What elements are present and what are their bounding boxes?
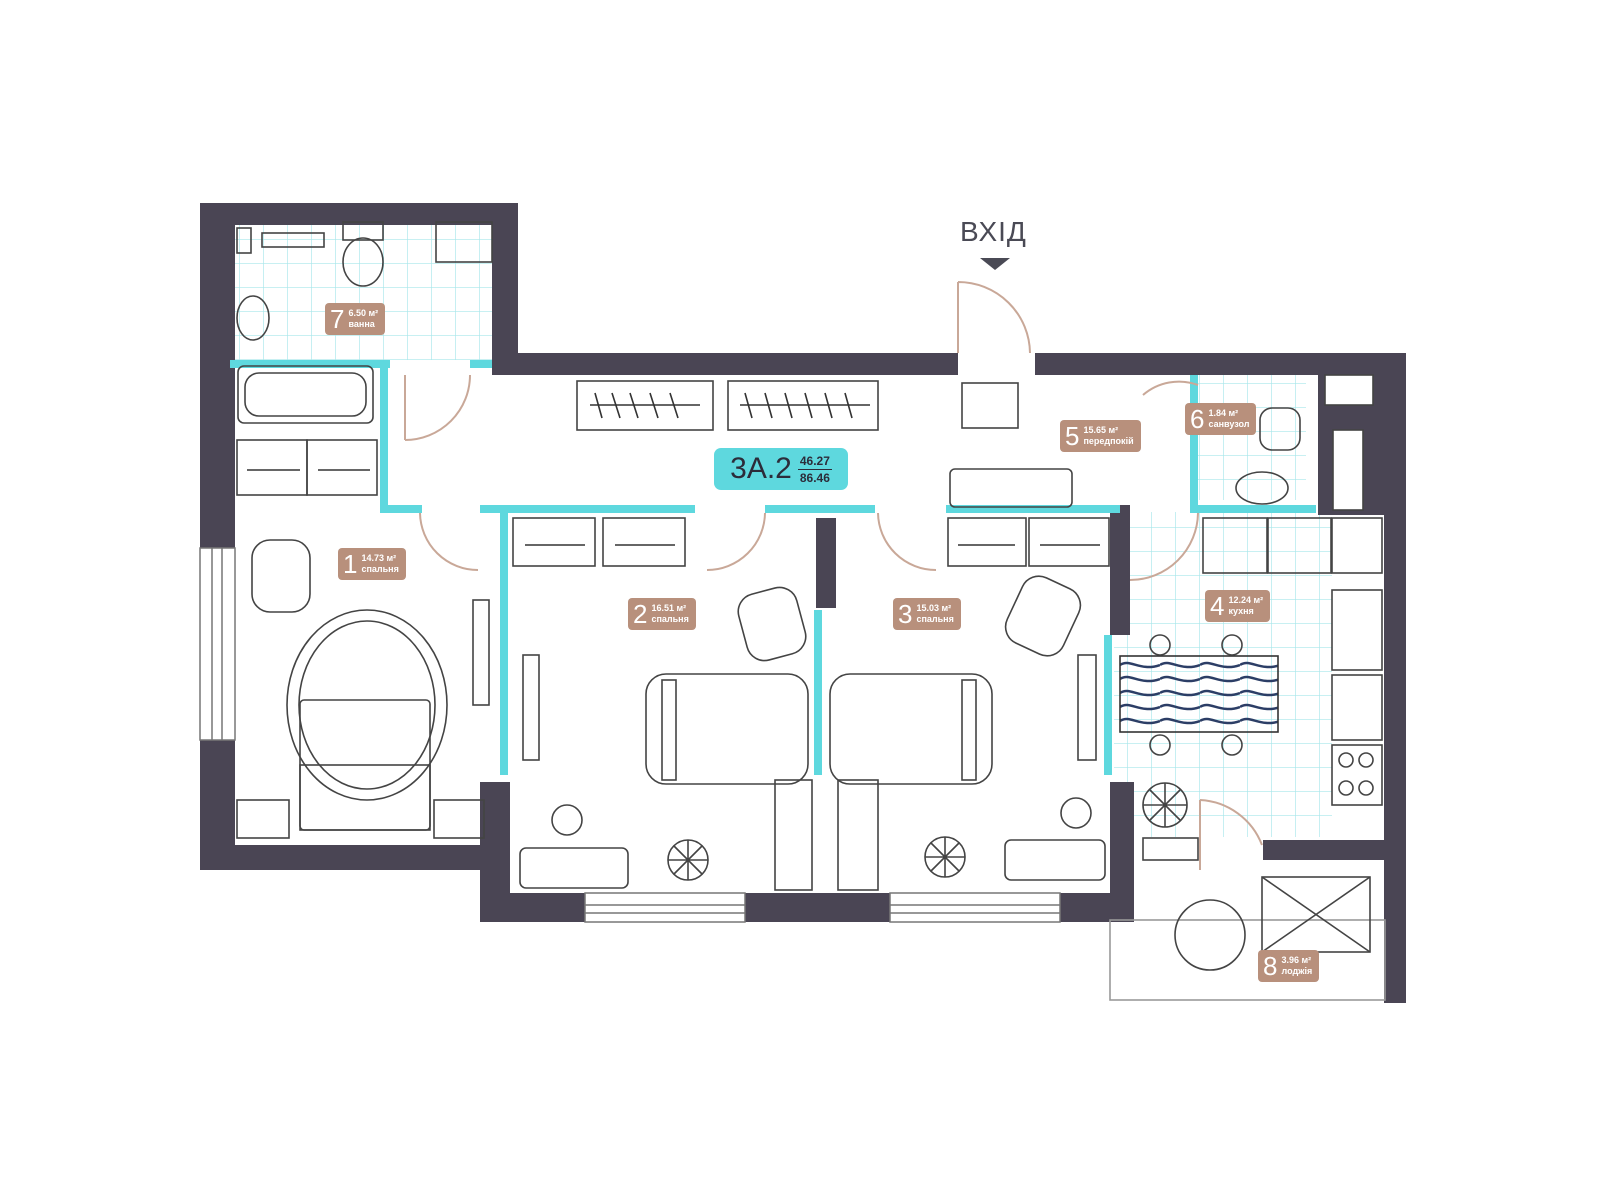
- room-label-8: 8 3.96лоджія: [1258, 950, 1320, 982]
- armchair-icon: [737, 586, 807, 662]
- room-number: 6: [1190, 404, 1205, 434]
- bathtub-icon: [237, 365, 374, 424]
- walls: [200, 203, 1406, 1003]
- apartment-badge: 3А.2 46.27 86.46: [714, 448, 848, 490]
- bed-icon: [829, 673, 993, 785]
- room-name: лоджія: [1281, 966, 1313, 976]
- armchair-icon: [251, 539, 311, 613]
- room-label-5: 5 15.65передпокій: [1060, 420, 1141, 452]
- living-area: 46.27: [799, 453, 830, 468]
- room-label-3: 3 15.03спальня: [893, 598, 961, 630]
- wardrobe-icon: [236, 380, 1110, 567]
- room-label-1: 1 14.73спальня: [338, 548, 406, 580]
- toilet-icon: [342, 221, 384, 241]
- stove-icon: [1331, 744, 1383, 806]
- room-name: спальня: [651, 614, 689, 624]
- room-number: 3: [898, 599, 913, 629]
- entrance-arrow-icon: [980, 258, 1010, 270]
- room-number: 7: [330, 304, 345, 334]
- room-number: 5: [1065, 421, 1080, 451]
- furniture: [236, 221, 1386, 1001]
- apartment-code: 3А.2: [730, 452, 792, 485]
- room-label-7: 7 6.50ванна: [325, 303, 386, 335]
- entrance-label: ВХІД: [960, 216, 1027, 247]
- room-name: санвузол: [1208, 419, 1250, 429]
- partitions: [230, 360, 1316, 775]
- bed-icon: [286, 609, 448, 831]
- bed-icon: [645, 673, 809, 785]
- room-label-2: 2 16.51спальня: [628, 598, 696, 630]
- room-area: 3.96: [1281, 955, 1312, 966]
- plant-icon: [1142, 782, 1188, 828]
- room-name: кухня: [1228, 606, 1254, 616]
- room-area: 15.65: [1083, 425, 1133, 436]
- room-label-4: 4 12.24кухня: [1205, 590, 1271, 622]
- windows: [199, 547, 1061, 923]
- room-name: ванна: [348, 319, 375, 329]
- area-divider: [797, 468, 832, 470]
- room-area: 14.73: [361, 553, 398, 564]
- tiled-floors: [230, 220, 1332, 837]
- room-label-6: 6 1.84санвузол: [1185, 403, 1257, 435]
- room-number: 4: [1210, 591, 1225, 621]
- room-area: 6.50: [348, 308, 378, 319]
- room-number: 1: [343, 549, 358, 579]
- room-number: 2: [633, 599, 648, 629]
- door-icon: [404, 281, 1263, 870]
- sink-icon: [1235, 471, 1289, 505]
- plant-icon: [667, 839, 709, 881]
- sink-icon: [236, 295, 270, 341]
- apartment-areas: 46.27 86.46: [797, 453, 832, 485]
- room-name: спальня: [361, 564, 399, 574]
- armchair-icon: [1004, 575, 1082, 657]
- room-name: передпокій: [1083, 436, 1134, 446]
- room-number: 8: [1263, 951, 1278, 981]
- plant-icon: [924, 836, 966, 878]
- toilet-icon: [1259, 407, 1301, 451]
- room-area: 15.03: [916, 603, 953, 614]
- room-area: 12.24: [1228, 595, 1263, 606]
- room-area: 16.51: [651, 603, 688, 614]
- total-area: 86.46: [799, 470, 830, 485]
- room-name: спальня: [916, 614, 954, 624]
- room-area: 1.84: [1208, 408, 1249, 419]
